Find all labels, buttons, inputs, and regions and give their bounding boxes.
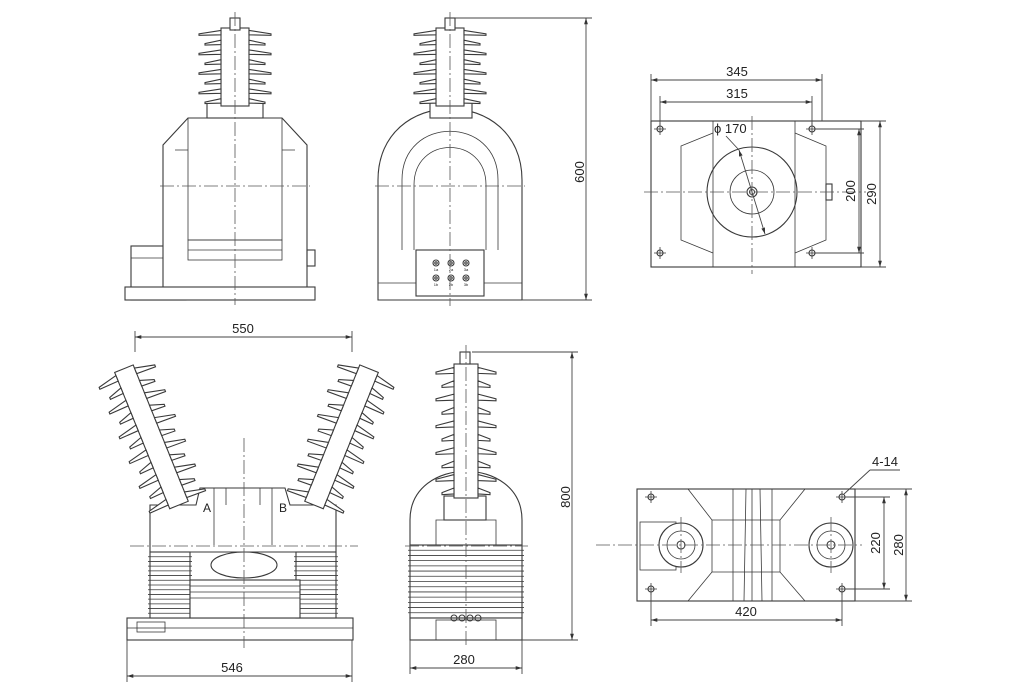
view-bottom-plan: 4-14 220 280 420	[596, 454, 912, 626]
dimension-label: 345	[726, 64, 748, 79]
insulator-shed	[441, 406, 491, 415]
dimension-label: 200	[843, 180, 858, 202]
terminal-label: 2a	[449, 267, 454, 272]
insulator-shed	[435, 393, 497, 402]
terminal-stud	[447, 259, 455, 267]
dimension-label: 280	[891, 534, 906, 556]
view-bottom-front: A B 550 546	[98, 321, 395, 682]
terminal-stud	[462, 274, 470, 282]
insulator-shed	[435, 447, 497, 456]
insulator-shed	[128, 438, 187, 465]
phase-label-a: A	[203, 501, 211, 515]
dimension-label: 550	[232, 321, 254, 336]
view-bottom-side: 800 280	[405, 345, 578, 674]
insulator-shed	[327, 403, 374, 425]
insulator-shed	[435, 420, 497, 429]
base-plate	[126, 617, 354, 641]
mounting-holes	[654, 123, 818, 259]
insulator-shed	[419, 59, 481, 66]
insulator-shed	[204, 39, 266, 46]
dimension-label: 315	[726, 86, 748, 101]
terminal-label: 1a	[434, 267, 439, 272]
dimension-label: 4-14	[872, 454, 898, 469]
insulator-bushing-right	[286, 364, 395, 514]
insulator-shed	[98, 364, 157, 390]
dimension-label: ϕ 170	[714, 121, 747, 136]
insulator-shed	[316, 413, 375, 440]
insulator-shed	[119, 403, 166, 425]
insulator-shed	[109, 378, 156, 401]
insulator-shed	[441, 379, 491, 389]
corrugated-housing-right	[294, 551, 338, 619]
view-top-front	[124, 12, 316, 305]
insulator-shed	[441, 460, 491, 469]
insulator-shed	[306, 438, 365, 465]
insulator-bushing	[435, 363, 497, 499]
insulator-shed	[204, 98, 266, 105]
insulator-bushing-left	[98, 364, 207, 514]
terminal-stud	[432, 274, 440, 282]
insulator-shed	[198, 88, 272, 95]
terminal-stud	[432, 259, 440, 267]
view-top-plan: 345 315 ϕ 170 200 290	[644, 64, 886, 274]
insulator-shed	[326, 389, 385, 415]
insulator-shed	[139, 453, 186, 475]
insulator-shed	[118, 413, 177, 440]
terminal-label: 3b	[464, 282, 469, 287]
insulator-shed	[307, 453, 354, 475]
terminal-studs	[450, 614, 482, 622]
insulator-shed	[419, 98, 481, 105]
terminal-stud	[447, 274, 455, 282]
insulator-shed	[413, 29, 487, 36]
insulator-shed	[149, 478, 196, 500]
view-top-side: 1a 2a 3a 1b 2b 3b 600	[375, 12, 592, 306]
insulator-shed	[336, 364, 395, 390]
base-plate	[124, 286, 316, 301]
insulator-shed	[296, 463, 355, 490]
terminal-label: 3a	[464, 267, 469, 272]
dimension-label: 290	[864, 183, 879, 205]
corrugated-housing	[408, 544, 524, 619]
dimension-label: 420	[735, 604, 757, 619]
insulator-shed	[198, 68, 272, 75]
insulator-shed	[413, 49, 487, 56]
insulator-shed	[129, 428, 176, 450]
dimension-label: 280	[453, 652, 475, 667]
dimension-label: 546	[221, 660, 243, 675]
insulator-shed	[204, 78, 266, 85]
leader-line	[843, 469, 871, 495]
insulator-shed	[108, 389, 167, 415]
dimension-label: 600	[572, 161, 587, 183]
insulator-shed	[435, 473, 497, 482]
insulator-shed	[198, 29, 272, 36]
insulator-shed	[138, 463, 197, 490]
insulator-shed	[419, 78, 481, 85]
terminal-stud	[462, 259, 470, 267]
insulator-shed	[413, 68, 487, 75]
mounting-holes	[645, 491, 848, 595]
insulator-shed	[419, 39, 481, 46]
insulator-shed	[337, 378, 384, 401]
dimension-label: 220	[868, 532, 883, 554]
insulator-shed	[317, 428, 364, 450]
insulator-shed	[204, 59, 266, 66]
insulator-shed	[413, 88, 487, 95]
terminal-studs: 1a 2a 3a 1b 2b 3b	[432, 259, 470, 287]
phase-label-b: B	[279, 501, 287, 515]
insulator-shed	[441, 487, 491, 496]
diameter-line	[738, 149, 766, 235]
insulator-shed	[286, 488, 345, 514]
insulator-shed	[297, 478, 344, 500]
terminal-label: 1b	[434, 282, 439, 287]
insulator-shed	[198, 49, 272, 56]
terminal-label: 2b	[449, 282, 454, 287]
insulator-shed	[435, 366, 497, 375]
dimension-label: 800	[558, 486, 573, 508]
corrugated-housing-left	[148, 551, 192, 619]
insulator-shed	[441, 433, 491, 442]
terminal-post	[459, 351, 471, 365]
insulator-shed	[148, 488, 207, 514]
